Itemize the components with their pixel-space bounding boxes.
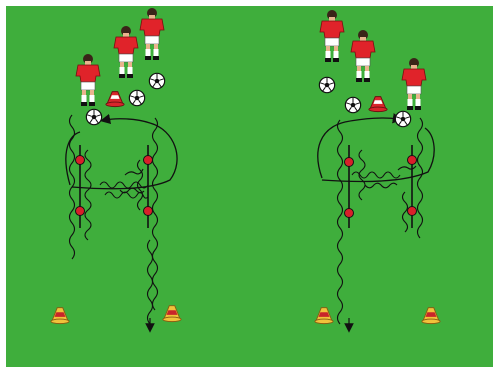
marker	[144, 207, 153, 216]
marker	[408, 156, 417, 165]
ball	[86, 109, 101, 124]
marker	[345, 209, 354, 218]
marker	[76, 156, 85, 165]
ball	[149, 73, 164, 88]
ball	[319, 77, 334, 92]
pitch-surface	[6, 6, 493, 367]
marker	[76, 207, 85, 216]
ball	[395, 111, 410, 126]
marker	[345, 158, 354, 167]
ball	[345, 97, 360, 112]
marker	[408, 207, 417, 216]
ball	[129, 90, 144, 105]
marker	[144, 156, 153, 165]
